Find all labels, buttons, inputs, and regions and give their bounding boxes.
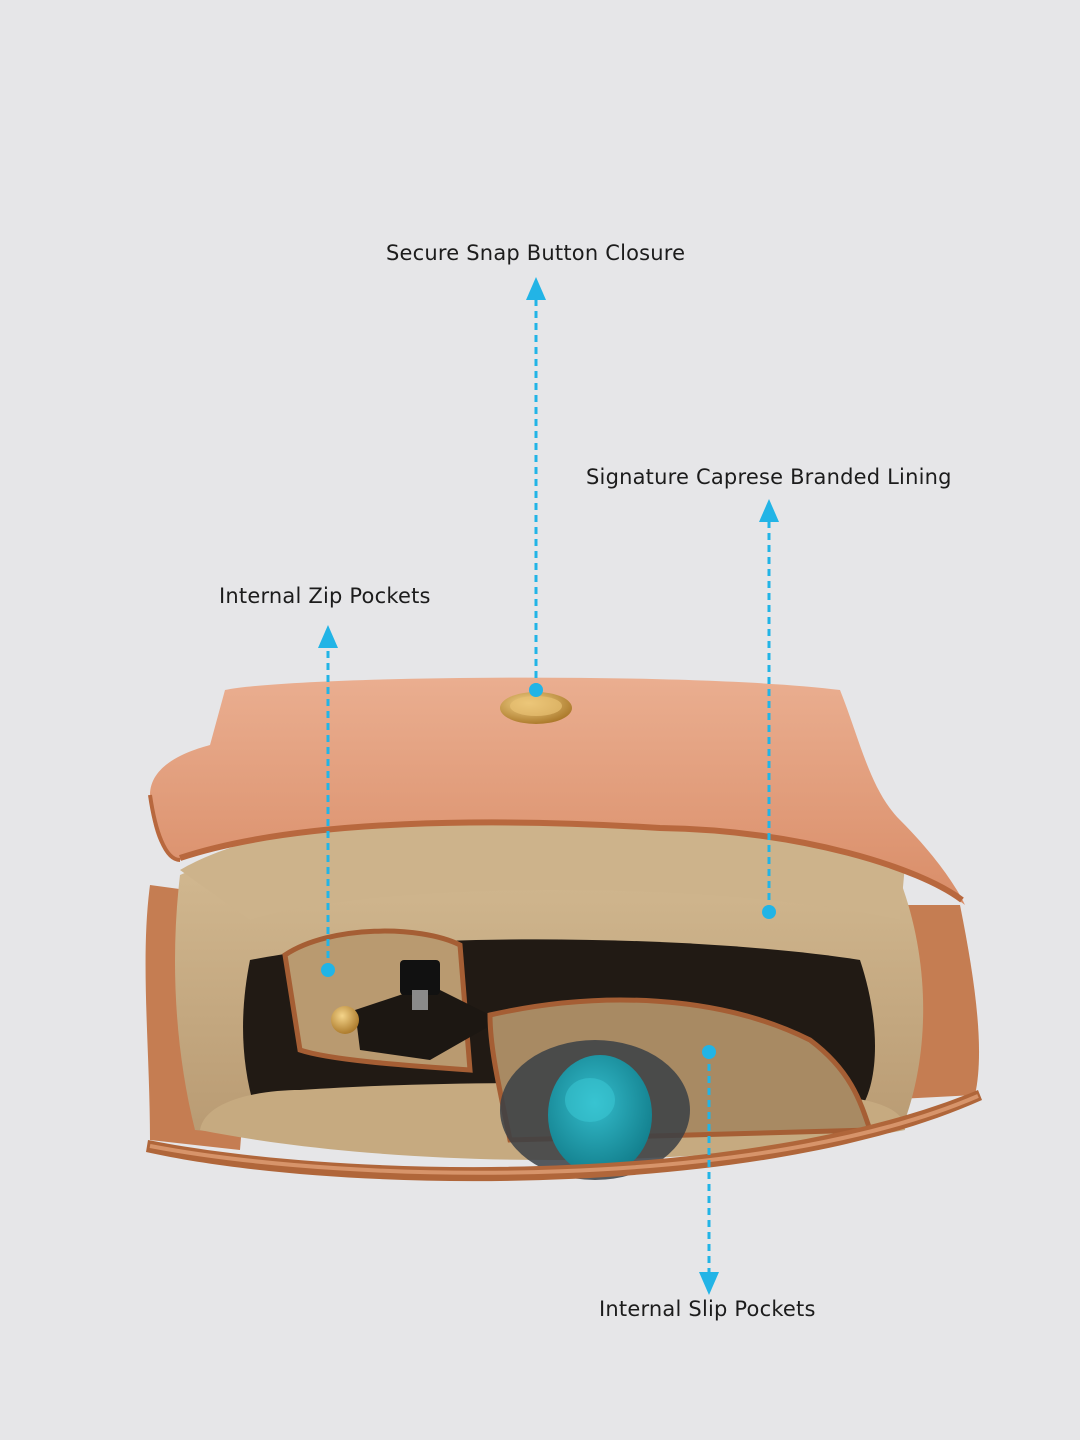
bag (145, 677, 982, 1182)
callout-dot-slip (702, 1045, 716, 1059)
callout-dot-zip (321, 963, 335, 977)
water-bottle (500, 1040, 690, 1180)
callout-dot-snap (529, 683, 543, 697)
callout-label-zip: Internal Zip Pockets (219, 584, 431, 608)
arrow-up-icon (318, 625, 338, 648)
callout-arrows (318, 277, 779, 1295)
callout-dot-lining (762, 905, 776, 919)
callout-lines (326, 300, 771, 1272)
arrow-up-icon (759, 499, 779, 522)
bag-front-rim (146, 1090, 982, 1182)
arrow-down-icon (699, 1272, 719, 1295)
arrow-up-icon (526, 277, 546, 300)
callout-label-snap: Secure Snap Button Closure (386, 241, 686, 265)
bag-flap (150, 677, 965, 905)
perfume-bottle (331, 960, 500, 1060)
callout-label-slip: Internal Slip Pockets (599, 1297, 816, 1321)
callout-dots (321, 683, 776, 1059)
snap-button (500, 692, 572, 724)
callout-label-lining: Signature Caprese Branded Lining (586, 465, 952, 489)
lining-back-wall (180, 814, 905, 920)
